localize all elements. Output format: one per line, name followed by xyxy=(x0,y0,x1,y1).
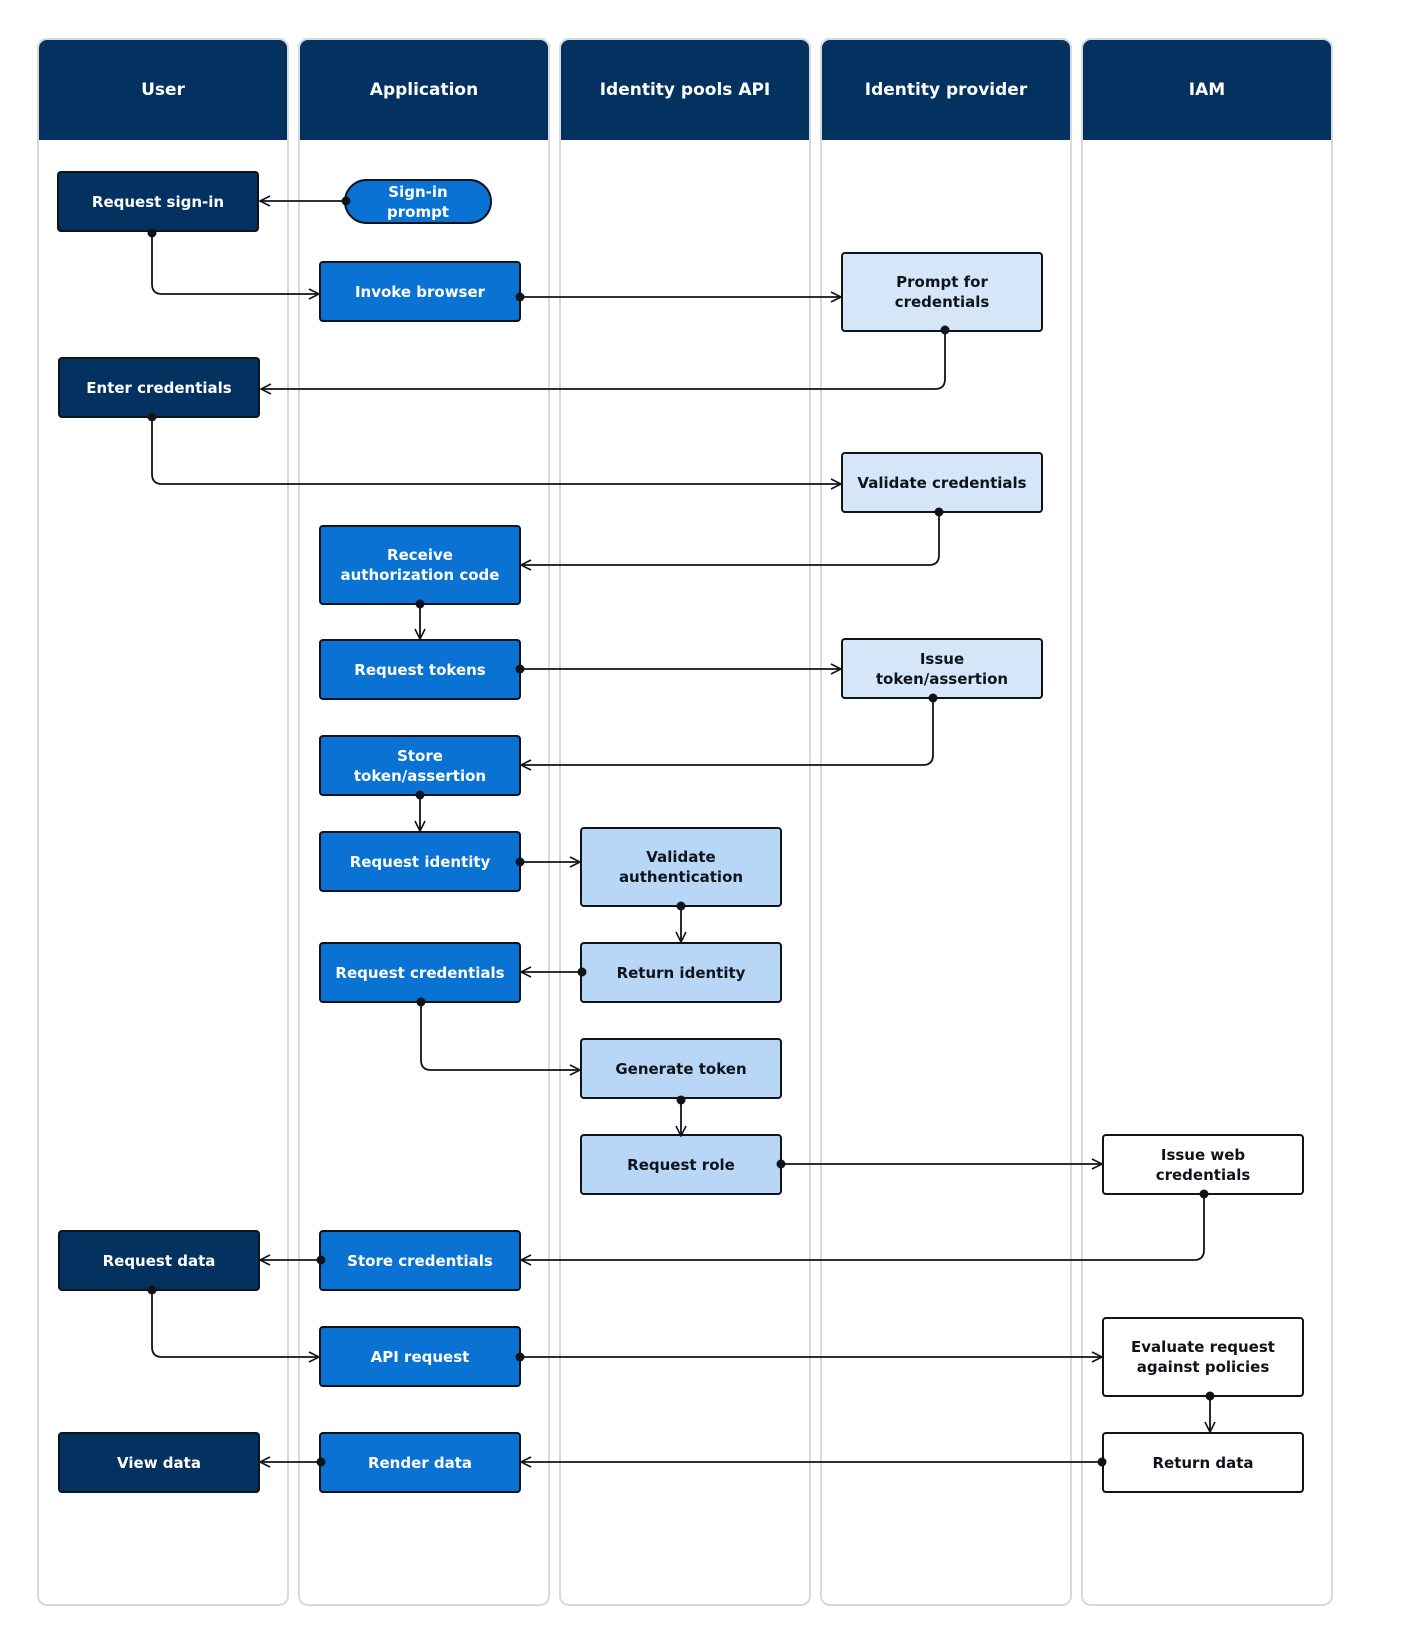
lane-header-user: User xyxy=(39,40,287,140)
lane-header-application: Application xyxy=(300,40,548,140)
lane-header-identity-pools-api: Identity pools API xyxy=(561,40,809,140)
step-request-identity: Request identity xyxy=(319,831,521,892)
step-evaluate-request-against-policies: Evaluate request against policies xyxy=(1102,1317,1304,1397)
step-invoke-browser: Invoke browser xyxy=(319,261,521,322)
arrow-prompt-for-credentials-to-enter-credentials xyxy=(261,330,946,389)
step-receive-authorization-code: Receive authorization code xyxy=(319,525,521,605)
step-sign-in-prompt: Sign-in prompt xyxy=(344,179,492,224)
arrow-request-credentials-to-generate-token xyxy=(420,1002,580,1070)
step-request-tokens: Request tokens xyxy=(319,639,521,700)
step-request-data: Request data xyxy=(58,1230,260,1291)
step-prompt-for-credentials: Prompt for credentials xyxy=(841,252,1043,332)
step-view-data: View data xyxy=(58,1432,260,1493)
step-request-sign-in: Request sign-in xyxy=(57,171,259,232)
arrow-issue-token-assertion-to-store-token-assertion xyxy=(521,698,934,765)
arrow-validate-credentials-to-receive-authorization-code xyxy=(521,512,940,565)
step-store-token-assertion: Store token/assertion xyxy=(319,735,521,796)
arrow-request-data-to-api-request xyxy=(151,1290,319,1357)
step-issue-web-credentials: Issue web credentials xyxy=(1102,1134,1304,1195)
lane-identity-pools-api: Identity pools API xyxy=(559,38,811,1606)
step-return-data: Return data xyxy=(1102,1432,1304,1493)
step-return-identity: Return identity xyxy=(580,942,782,1003)
step-enter-credentials: Enter credentials xyxy=(58,357,260,418)
lane-user: User xyxy=(37,38,289,1606)
step-issue-token-assertion: Issue token/assertion xyxy=(841,638,1043,699)
lane-header-iam: IAM xyxy=(1083,40,1331,140)
arrow-request-sign-in-to-invoke-browser xyxy=(151,233,319,294)
step-request-credentials: Request credentials xyxy=(319,942,521,1003)
lane-header-identity-provider: Identity provider xyxy=(822,40,1070,140)
step-validate-credentials: Validate credentials xyxy=(841,452,1043,513)
arrow-enter-credentials-to-validate-credentials xyxy=(151,417,841,484)
arrow-issue-web-credentials-to-store-credentials xyxy=(521,1194,1205,1260)
step-api-request: API request xyxy=(319,1326,521,1387)
connector-origin-dots xyxy=(147,196,1215,1467)
step-request-role: Request role xyxy=(580,1134,782,1195)
